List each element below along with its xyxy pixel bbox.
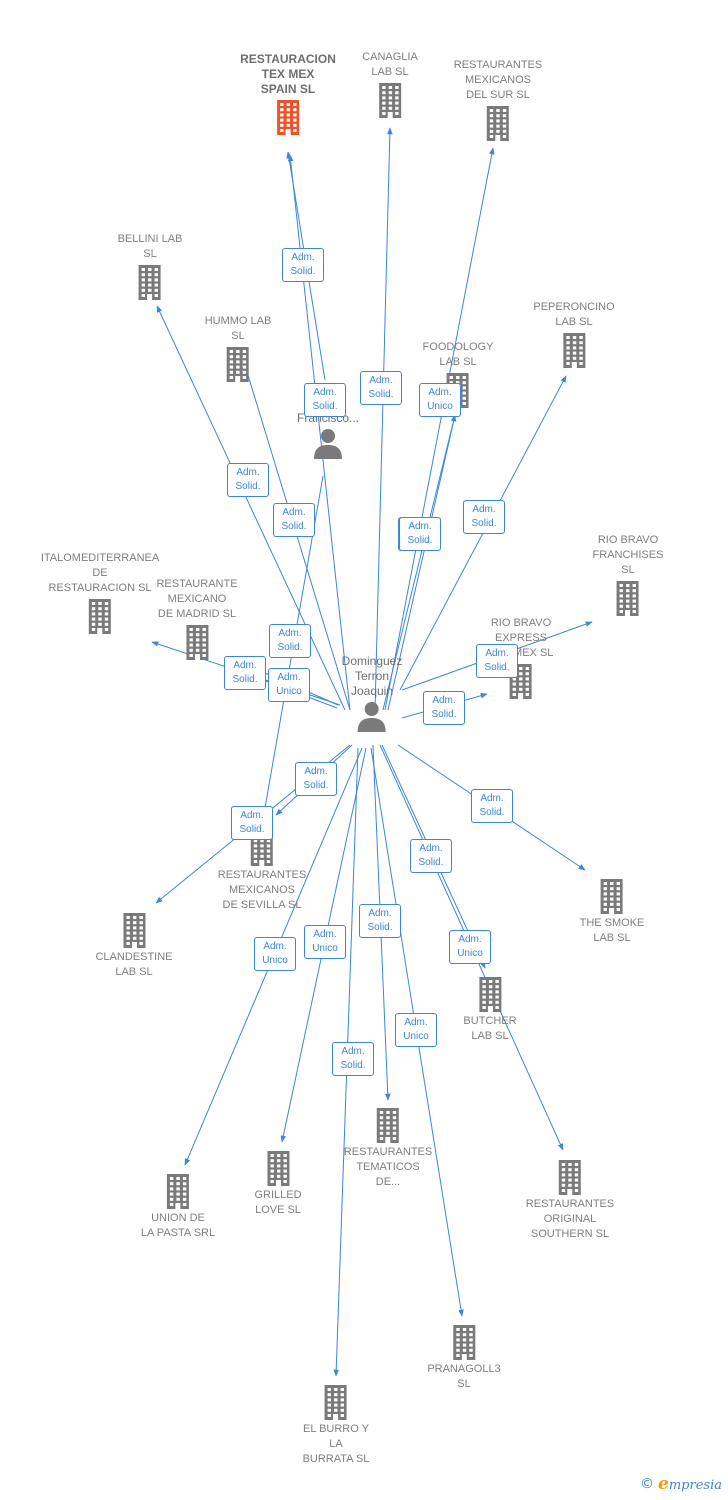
company-pranagoll[interactable]: PRANAGOLL3 SL [427,1324,501,1392]
role-badge[interactable]: Adm. Solid. [360,371,402,405]
company-canaglia[interactable]: CANAGLIA LAB SL [362,50,418,118]
company-label: THE SMOKE LAB SL [579,917,645,944]
company-label: GRILLED LOVE SL [254,1189,302,1216]
company-label: BELLINI LAB SL [117,233,183,260]
building-icon [562,333,585,368]
company-label: RIO BRAVO EXPRESS TEX MEX SL [489,617,554,659]
role-badge[interactable]: Adm. Solid. [359,904,401,938]
role-badge[interactable]: Adm. Unico [268,668,310,702]
empresia-logo: empresia [658,1474,722,1494]
building-icon [186,625,208,660]
building-icon [266,1151,289,1186]
copyright-icon: © [640,1476,655,1492]
company-label: RESTAURANTES ORIGINAL SOUTHERN SL [525,1198,615,1240]
company-peperoncino[interactable]: PEPERONCINO LAB SL [533,300,615,368]
company-foodology[interactable]: FOODOLOGY LAB SL [422,340,494,408]
building-icon [277,100,299,135]
company-label: BUTCHER LAB SL [463,1015,517,1042]
company-label: RIO BRAVO FRANCHISES SL [592,534,664,576]
company-label: RESTAURACION TEX MEX SPAIN SL [240,52,336,96]
role-badge[interactable]: Adm. Solid. [304,383,346,417]
role-badge[interactable]: Adm. Solid. [471,789,513,823]
company-grilled[interactable]: GRILLED LOVE SL [254,1150,302,1218]
role-badge[interactable]: Adm. Unico [254,937,296,971]
company-clandestine[interactable]: CLANDESTINE LAB SL [95,912,173,980]
role-badge[interactable]: Adm. Unico [419,383,461,417]
company-label: CANAGLIA LAB SL [362,51,418,78]
building-icon [138,265,161,300]
relation-edge-dominguez-foodology [382,414,457,711]
building-icon [486,106,509,141]
company-label: PEPERONCINO LAB SL [533,301,615,328]
role-badge[interactable]: Adm. Solid. [282,248,324,282]
role-badge[interactable]: Adm. Unico [395,1013,437,1047]
role-badge[interactable]: Adm. Solid. [463,500,505,534]
role-badge[interactable]: Adm. Solid. [224,656,266,690]
relation-edge-dominguez-tex-mex [287,154,351,711]
role-badge[interactable]: Adm. Solid. [332,1042,374,1076]
company-hummo[interactable]: HUMMO LAB SL [204,314,272,382]
role-badge[interactable]: Adm. Solid. [423,691,465,725]
empresia-watermark[interactable]: © empresia [640,1474,722,1494]
company-butcher[interactable]: BUTCHER LAB SL [463,976,517,1044]
building-icon [558,1160,581,1195]
building-icon [167,1174,189,1209]
company-label: FOODOLOGY LAB SL [422,341,494,368]
company-mex-sur[interactable]: RESTAURANTES MEXICANOS DEL SUR SL [454,58,542,141]
role-badge[interactable]: Adm. Unico [449,930,491,964]
company-rio-express[interactable]: RIO BRAVO EXPRESS TEX MEX SL [489,616,554,699]
role-badge[interactable]: Adm. Solid. [227,463,269,497]
building-icon [600,879,623,914]
building-icon [89,599,111,634]
building-icon [378,83,401,118]
company-label: RESTAURANTES TEMATICOS DE... [343,1146,433,1188]
relation-edge-dominguez-foodology [387,401,460,711]
company-burro[interactable]: EL BURRO Y LA BURRATA SL [302,1384,370,1467]
company-original-southern[interactable]: RESTAURANTES ORIGINAL SOUTHERN SL [526,1159,614,1242]
company-label: EL BURRO Y LA BURRATA SL [302,1423,370,1465]
role-badge[interactable]: Adm. Solid. [295,762,337,796]
building-icon [617,581,639,616]
company-label: RESTAURANTES MEXICANOS DE SEVILLA SL [217,869,307,911]
building-icon [325,1385,347,1420]
role-badge[interactable]: Adm. Solid. [410,839,452,873]
building-icon [376,1108,399,1143]
company-mex-sevilla[interactable]: RESTAURANTES MEXICANOS DE SEVILLA SL [218,830,306,913]
company-label: RESTAURANTE MEXICANO DE MADRID SL [156,578,238,620]
building-icon [453,1325,475,1360]
company-label: PRANAGOLL3 SL [427,1363,501,1390]
role-badge[interactable]: Adm. Solid. [476,644,518,678]
company-label: HUMMO LAB SL [204,315,272,342]
company-label: CLANDESTINE LAB SL [95,951,173,978]
company-smoke[interactable]: THE SMOKE LAB SL [579,878,645,946]
relation-edge-dominguez-mex-sur [384,147,495,711]
company-label: ITALOMEDITERRANEA DE RESTAURACION SL [40,552,160,594]
building-icon [227,347,249,382]
company-union-pasta[interactable]: UNION DE LA PASTA SRL [141,1173,215,1241]
person-label: Dominguez Terron Joaquin [341,654,403,698]
company-rio-franchises[interactable]: RIO BRAVO FRANCHISES SL [592,533,664,616]
company-label: RESTAURANTES MEXICANOS DEL SUR SL [453,59,543,101]
building-icon [478,977,501,1012]
role-badge[interactable]: Adm. Solid. [231,806,273,840]
relation-edge-dominguez-bellini [156,305,346,711]
building-icon [123,913,145,948]
company-italomed[interactable]: ITALOMEDITERRANEA DE RESTAURACION SL [41,551,159,634]
company-tematicos[interactable]: RESTAURANTES TEMATICOS DE... [344,1107,432,1190]
role-badge[interactable]: Adm. Solid. [273,503,315,537]
company-label: UNION DE LA PASTA SRL [140,1212,216,1239]
relation-edge-dominguez-canaglia [374,127,393,711]
role-badge[interactable]: Adm. Solid. [399,517,441,551]
person-icon [313,429,342,459]
company-tex-mex[interactable]: RESTAURACION TEX MEX SPAIN SL [240,52,336,135]
person-icon [357,702,386,732]
company-mex-madrid[interactable]: RESTAURANTE MEXICANO DE MADRID SL [156,577,238,660]
role-badge[interactable]: Adm. Unico [304,925,346,959]
role-badge[interactable]: Adm. Solid. [269,624,311,658]
company-bellini[interactable]: BELLINI LAB SL [117,232,183,300]
person-dominguez[interactable]: Dominguez Terron Joaquin [341,654,403,733]
